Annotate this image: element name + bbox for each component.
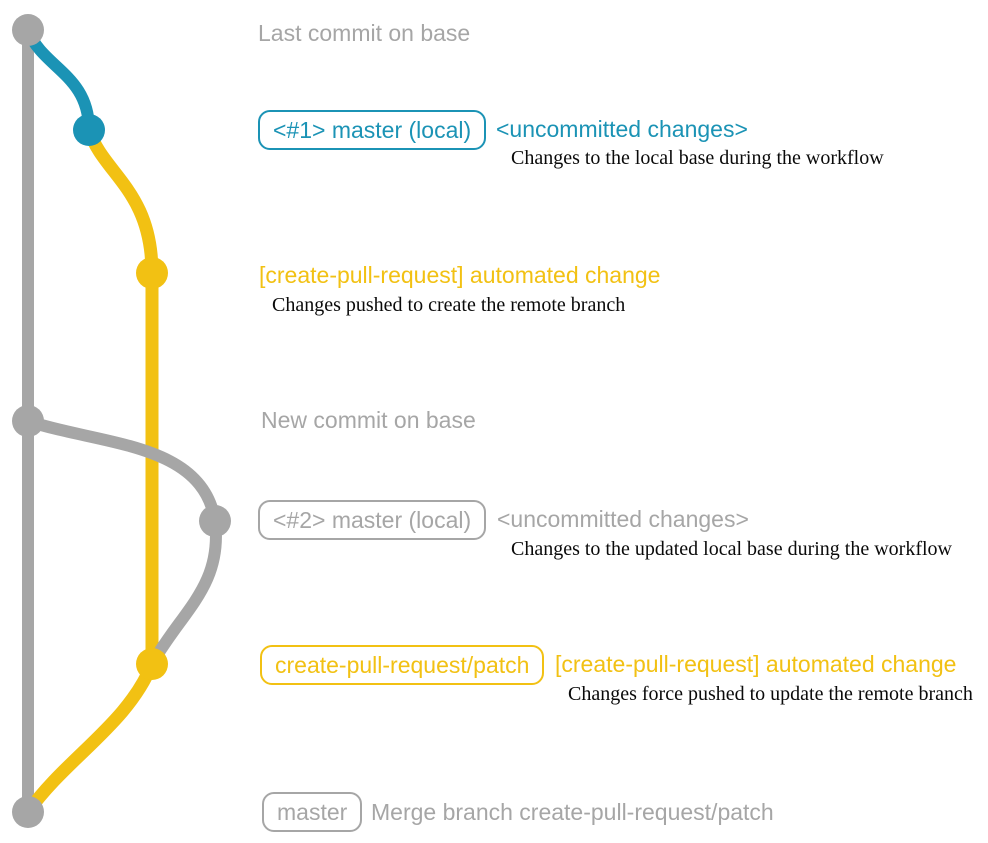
uncommitted-changes-2-title: <uncommitted changes>	[497, 506, 749, 532]
commit-dot-new-base	[12, 405, 44, 437]
commit-dot-uncommitted-1	[73, 114, 105, 146]
uncommitted-changes-1-description: Changes to the local base during the wor…	[511, 147, 884, 169]
commit-dot-automated-2	[136, 648, 168, 680]
patch-branch-curve-top	[82, 123, 159, 280]
uncommitted-changes-1-title: <uncommitted changes>	[496, 116, 748, 142]
uncommitted-branch-curve	[22, 24, 95, 136]
commit-dot-automated-1	[136, 257, 168, 289]
patch-branch-badge: create-pull-request/patch	[260, 645, 545, 685]
master-local-1-badge: <#1> master (local)	[258, 110, 487, 150]
rebase-branch-curve-out	[22, 415, 221, 527]
rebase-branch-curve-back	[146, 515, 222, 670]
master-badge: master	[262, 792, 363, 832]
automated-change-1-description: Changes pushed to create the remote bran…	[272, 294, 626, 316]
merge-curve	[21, 657, 159, 819]
master-local-2-badge: <#2> master (local)	[258, 500, 487, 540]
automated-change-1-title: [create-pull-request] automated change	[259, 262, 661, 288]
new-commit-label: New commit on base	[261, 407, 476, 433]
merge-label: Merge branch create-pull-request/patch	[371, 799, 774, 825]
automated-change-2-description: Changes force pushed to update the remot…	[568, 683, 973, 705]
commit-dot-uncommitted-2	[199, 505, 231, 537]
commit-dot-last-base	[12, 14, 44, 46]
commit-dot-merge	[12, 796, 44, 828]
automated-change-2-title: [create-pull-request] automated change	[555, 651, 957, 677]
uncommitted-changes-2-description: Changes to the updated local base during…	[511, 538, 952, 560]
last-commit-label: Last commit on base	[258, 20, 471, 46]
